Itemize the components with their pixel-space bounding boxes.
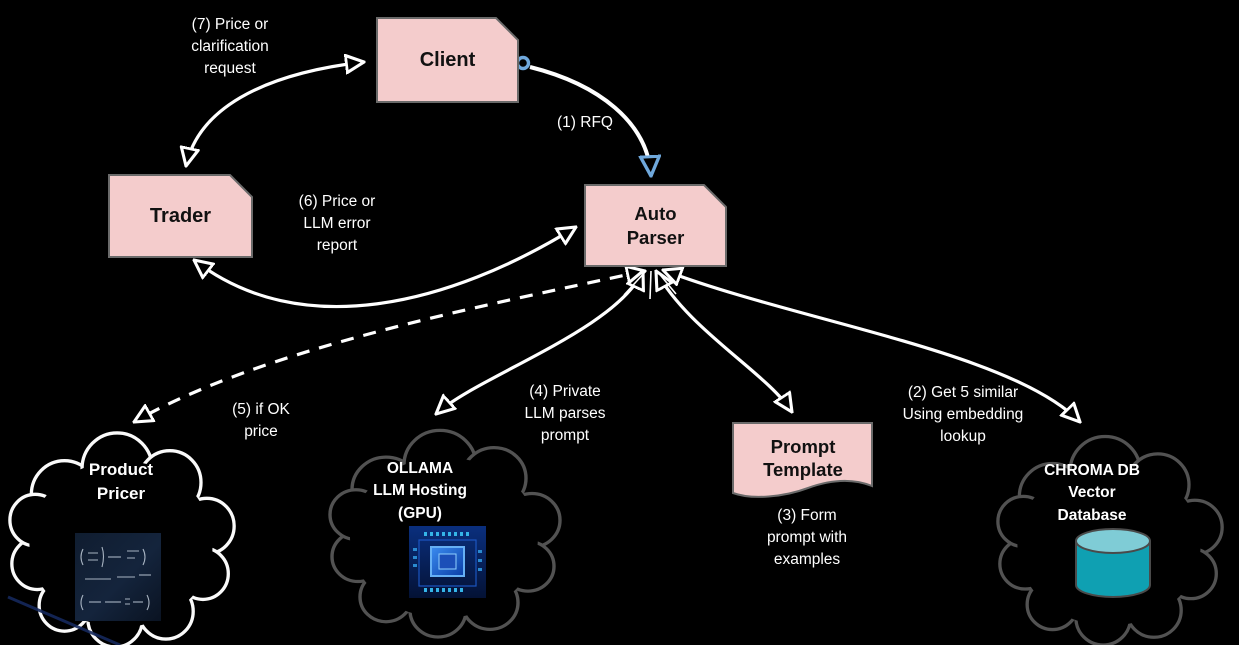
auto-parser-node: Auto Parser [584, 184, 727, 267]
trader-node: Trader [108, 174, 253, 258]
edge-label-7: (7) Price or clarification request [191, 16, 269, 77]
connector-start-circle [515, 55, 531, 71]
math-formulas-image [75, 533, 161, 621]
corner-accent-line [7, 595, 121, 645]
client-node: Client [376, 17, 519, 103]
gpu-chip-image [409, 526, 486, 598]
edge-label-3: (3) Form prompt with examples [766, 507, 848, 568]
edge-2-arrow [663, 270, 1080, 422]
chroma-db-label: CHROMA DB Vector Database [1044, 462, 1140, 524]
edge-7-arrow [186, 62, 364, 166]
auto-parser-node-label: Auto Parser [626, 203, 685, 248]
edge-4-arrow [436, 271, 643, 414]
trader-node-label: Trader [149, 204, 212, 227]
edge-label-2: (2) Get 5 similar Using embedding lookup [902, 384, 1024, 445]
edge-label-6: (6) Price or LLM error report [298, 193, 376, 254]
prompt-template-node-label: Prompt Template [763, 435, 843, 480]
client-node-label: Client [419, 48, 476, 71]
edge-label-1: (1) RFQ [557, 114, 613, 131]
edge-rfq-arrow [529, 65, 651, 176]
edge-label-5: (5) if OK price [232, 401, 290, 440]
prompt-template-node: Prompt Template [732, 422, 874, 506]
product-pricer-label: Product Pricer [88, 460, 154, 503]
database-cylinder-icon [1073, 527, 1153, 599]
edge-label-4: (4) Private LLM parses prompt [524, 383, 606, 444]
fan-arrowheads [623, 270, 677, 300]
ollama-label: OLLAMA LLM Hosting (GPU) [373, 460, 467, 522]
